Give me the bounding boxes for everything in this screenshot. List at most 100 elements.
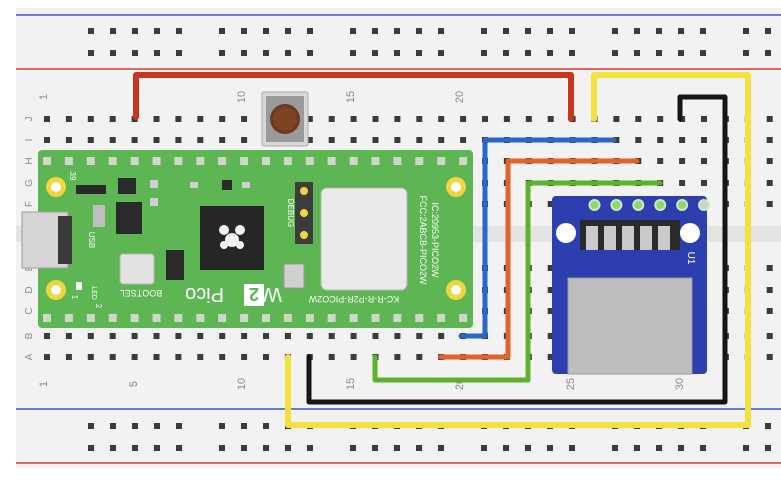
breadboard-hole: [657, 158, 664, 164]
rail-hole: [241, 50, 247, 56]
pico-pin: [437, 314, 446, 322]
rail-hole: [88, 28, 94, 34]
breadboard-hole: [766, 333, 773, 339]
breadboard-hole: [197, 333, 204, 339]
rail-hole: [547, 50, 553, 56]
pico-pin: [283, 157, 292, 165]
pico-pin: [43, 314, 51, 322]
wifi-module: [320, 187, 408, 291]
rail-hole: [481, 28, 487, 34]
column-label: 25: [565, 378, 577, 390]
rail-hole: [438, 50, 444, 56]
row-label: D: [24, 286, 35, 293]
sd-card-slot: [567, 277, 693, 375]
rail-hole: [503, 28, 509, 34]
rail-hole: [110, 423, 116, 429]
part-code-text: KC-R-R-P2R-PICO2W: [308, 294, 399, 304]
rail-hole: [219, 445, 225, 451]
breadboard-hole: [87, 116, 94, 122]
pico-pin: [349, 314, 358, 322]
row-label: J: [24, 117, 35, 122]
pico-pin: [196, 314, 205, 322]
rail-hole: [219, 28, 225, 34]
breadboard-hole: [438, 116, 445, 122]
breadboard-hole: [241, 116, 248, 122]
rail-hole: [481, 445, 487, 451]
rail-hole: [394, 445, 400, 451]
breadboard-hole: [241, 354, 248, 360]
rail-hole: [263, 445, 269, 451]
breadboard-hole: [438, 137, 445, 143]
push-button[interactable]: [261, 91, 309, 147]
rail-hole: [743, 50, 749, 56]
sd-module-label: U1: [685, 252, 696, 265]
rail-hole: [547, 28, 553, 34]
rail-hole: [634, 50, 640, 56]
pico-brand: Pico 2 W: [185, 283, 282, 306]
bootsel-label: BOOTSEL: [120, 288, 163, 298]
pico-pin: [240, 314, 249, 322]
rail-hole: [372, 445, 378, 451]
rail-hole: [263, 50, 269, 56]
pico-pin: [218, 157, 227, 165]
breadboard-hole: [131, 333, 138, 339]
column-label: 10: [236, 91, 248, 103]
breadboard-hole: [525, 116, 532, 122]
column-labels-top: 1 10 15 20: [38, 91, 466, 103]
rail-hole: [765, 28, 771, 34]
breadboard-hole: [394, 137, 401, 143]
breadboard-hole: [547, 201, 554, 207]
breadboard-hole: [197, 354, 204, 360]
breadboard-hole: [613, 116, 620, 122]
rail-hole: [154, 50, 160, 56]
breadboard-hole: [460, 116, 467, 122]
sd-module-pins: [588, 199, 710, 211]
breadboard-hole: [219, 333, 226, 339]
pico-pin: [262, 314, 270, 322]
breadboard-hole: [766, 354, 773, 360]
pico-pin: [371, 314, 380, 322]
column-labels-bottom: 1 5 10 15 20 25 30: [38, 378, 686, 390]
column-label: 15: [345, 91, 357, 103]
breadboard-hole: [175, 354, 182, 360]
breadboard-hole: [284, 333, 291, 339]
debug-label: DEBUG: [286, 199, 295, 227]
breadboard-hole: [350, 116, 357, 122]
breadboard-hole: [328, 354, 335, 360]
breadboard-hole: [372, 137, 379, 143]
breadboard-hole: [547, 265, 554, 271]
rail-hole: [612, 50, 618, 56]
rail-hole: [765, 50, 771, 56]
breadboard-hole: [241, 137, 248, 143]
rail-hole: [394, 28, 400, 34]
pico-pin: [327, 157, 336, 165]
breadboard-hole: [547, 308, 554, 314]
breadboard-hole: [547, 116, 554, 122]
pico-model-number: 2: [249, 284, 259, 304]
breadboard-hole: [175, 333, 182, 339]
rail-hole: [394, 50, 400, 56]
breadboard-hole: [87, 137, 94, 143]
rail-hole: [241, 423, 247, 429]
pico-pin: [415, 157, 424, 165]
bootsel-button[interactable]: [119, 253, 155, 285]
row-label: I: [24, 139, 35, 142]
pico-pin: [393, 314, 402, 322]
red-wire: [133, 72, 574, 122]
green-wire: [372, 180, 663, 383]
rail-hole: [416, 50, 422, 56]
rail-hole: [132, 50, 138, 56]
breadboard-hole: [350, 333, 357, 339]
breadboard-hole: [657, 137, 664, 143]
rail-hole: [525, 28, 531, 34]
breadboard-hole: [197, 116, 204, 122]
rail-hole: [678, 50, 684, 56]
rail-hole: [634, 445, 640, 451]
pico-pin: [86, 314, 95, 322]
breadboard-hole: [350, 354, 357, 360]
column-label: 10: [236, 378, 248, 390]
rail-hole: [438, 28, 444, 34]
sd-pin: [632, 199, 645, 211]
breadboard-hole: [657, 116, 664, 122]
rail-hole: [372, 50, 378, 56]
